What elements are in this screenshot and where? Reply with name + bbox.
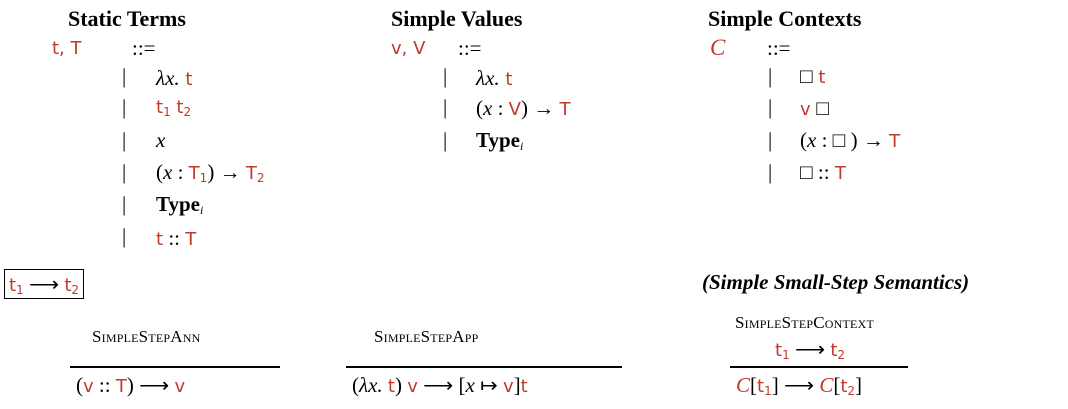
static-prod-pi: (x : T1) → T2 (156, 160, 265, 185)
static-prod-var: x (156, 128, 166, 152)
rule-ann-conclusion: (v :: T) ⟶ v (76, 373, 186, 397)
contexts-prod-app-right: v □ (800, 96, 830, 120)
values-defeq: ::= (458, 36, 482, 60)
rule-app-line (346, 366, 622, 368)
values-prod-type: Typei (476, 128, 524, 153)
header-simple-values: Simple Values (391, 6, 523, 31)
judgement-boxed: t1 ⟶ t2 (4, 269, 85, 299)
contexts-bar-4: | (768, 160, 773, 184)
contexts-prod-ann: □ :: T (800, 160, 846, 184)
rule-context-line (730, 366, 908, 368)
values-bar-1: | (443, 64, 448, 88)
static-prod-ann: t :: T (156, 226, 197, 250)
rule-ann-line (70, 366, 280, 368)
values-bar-2: | (443, 95, 448, 119)
rule-ann-name: SimpleStepAnn (92, 327, 201, 346)
rule-app-name: SimpleStepApp (374, 327, 479, 346)
static-defeq: ::= (132, 36, 156, 60)
header-static-terms: Static Terms (68, 6, 186, 31)
static-prod-type: Typei (156, 192, 204, 217)
header-simple-contexts: Simple Contexts (708, 6, 862, 31)
contexts-prod-pi: (x : □ ) → T (800, 128, 901, 152)
static-nonterminal: t, T (52, 38, 82, 59)
rule-context-conclusion: C[t1] ⟶ C[t2] (736, 373, 863, 398)
static-bar-2: | (122, 95, 127, 119)
values-bar-3: | (443, 128, 448, 152)
rule-context-name: SimpleStepContext (735, 313, 874, 332)
static-bar-3: | (122, 128, 127, 152)
static-bar-1: | (122, 64, 127, 88)
contexts-bar-1: | (768, 64, 773, 88)
contexts-bar-3: | (768, 128, 773, 152)
judgement-title: (Simple Small-Step Semantics) (702, 270, 970, 294)
contexts-defeq: ::= (767, 36, 791, 60)
static-bar-5: | (122, 192, 127, 216)
contexts-nonterminal: C (710, 35, 726, 60)
static-prod-app: t1 t2 (156, 97, 192, 119)
values-prod-pi: (x : V) → T (476, 96, 571, 120)
contexts-bar-2: | (768, 95, 773, 119)
rule-app-conclusion: (λx. t) v ⟶ [x ↦ v]t (352, 373, 528, 397)
rule-context-premise: t1 ⟶ t2 (775, 337, 846, 362)
static-bar-6: | (122, 224, 127, 248)
values-prod-lambda: λx. t (476, 66, 513, 90)
contexts-prod-app-left: □ t (800, 64, 826, 88)
static-bar-4: | (122, 160, 127, 184)
values-nonterminal: v, V (391, 38, 426, 59)
static-prod-lambda: λx. t (156, 66, 193, 90)
